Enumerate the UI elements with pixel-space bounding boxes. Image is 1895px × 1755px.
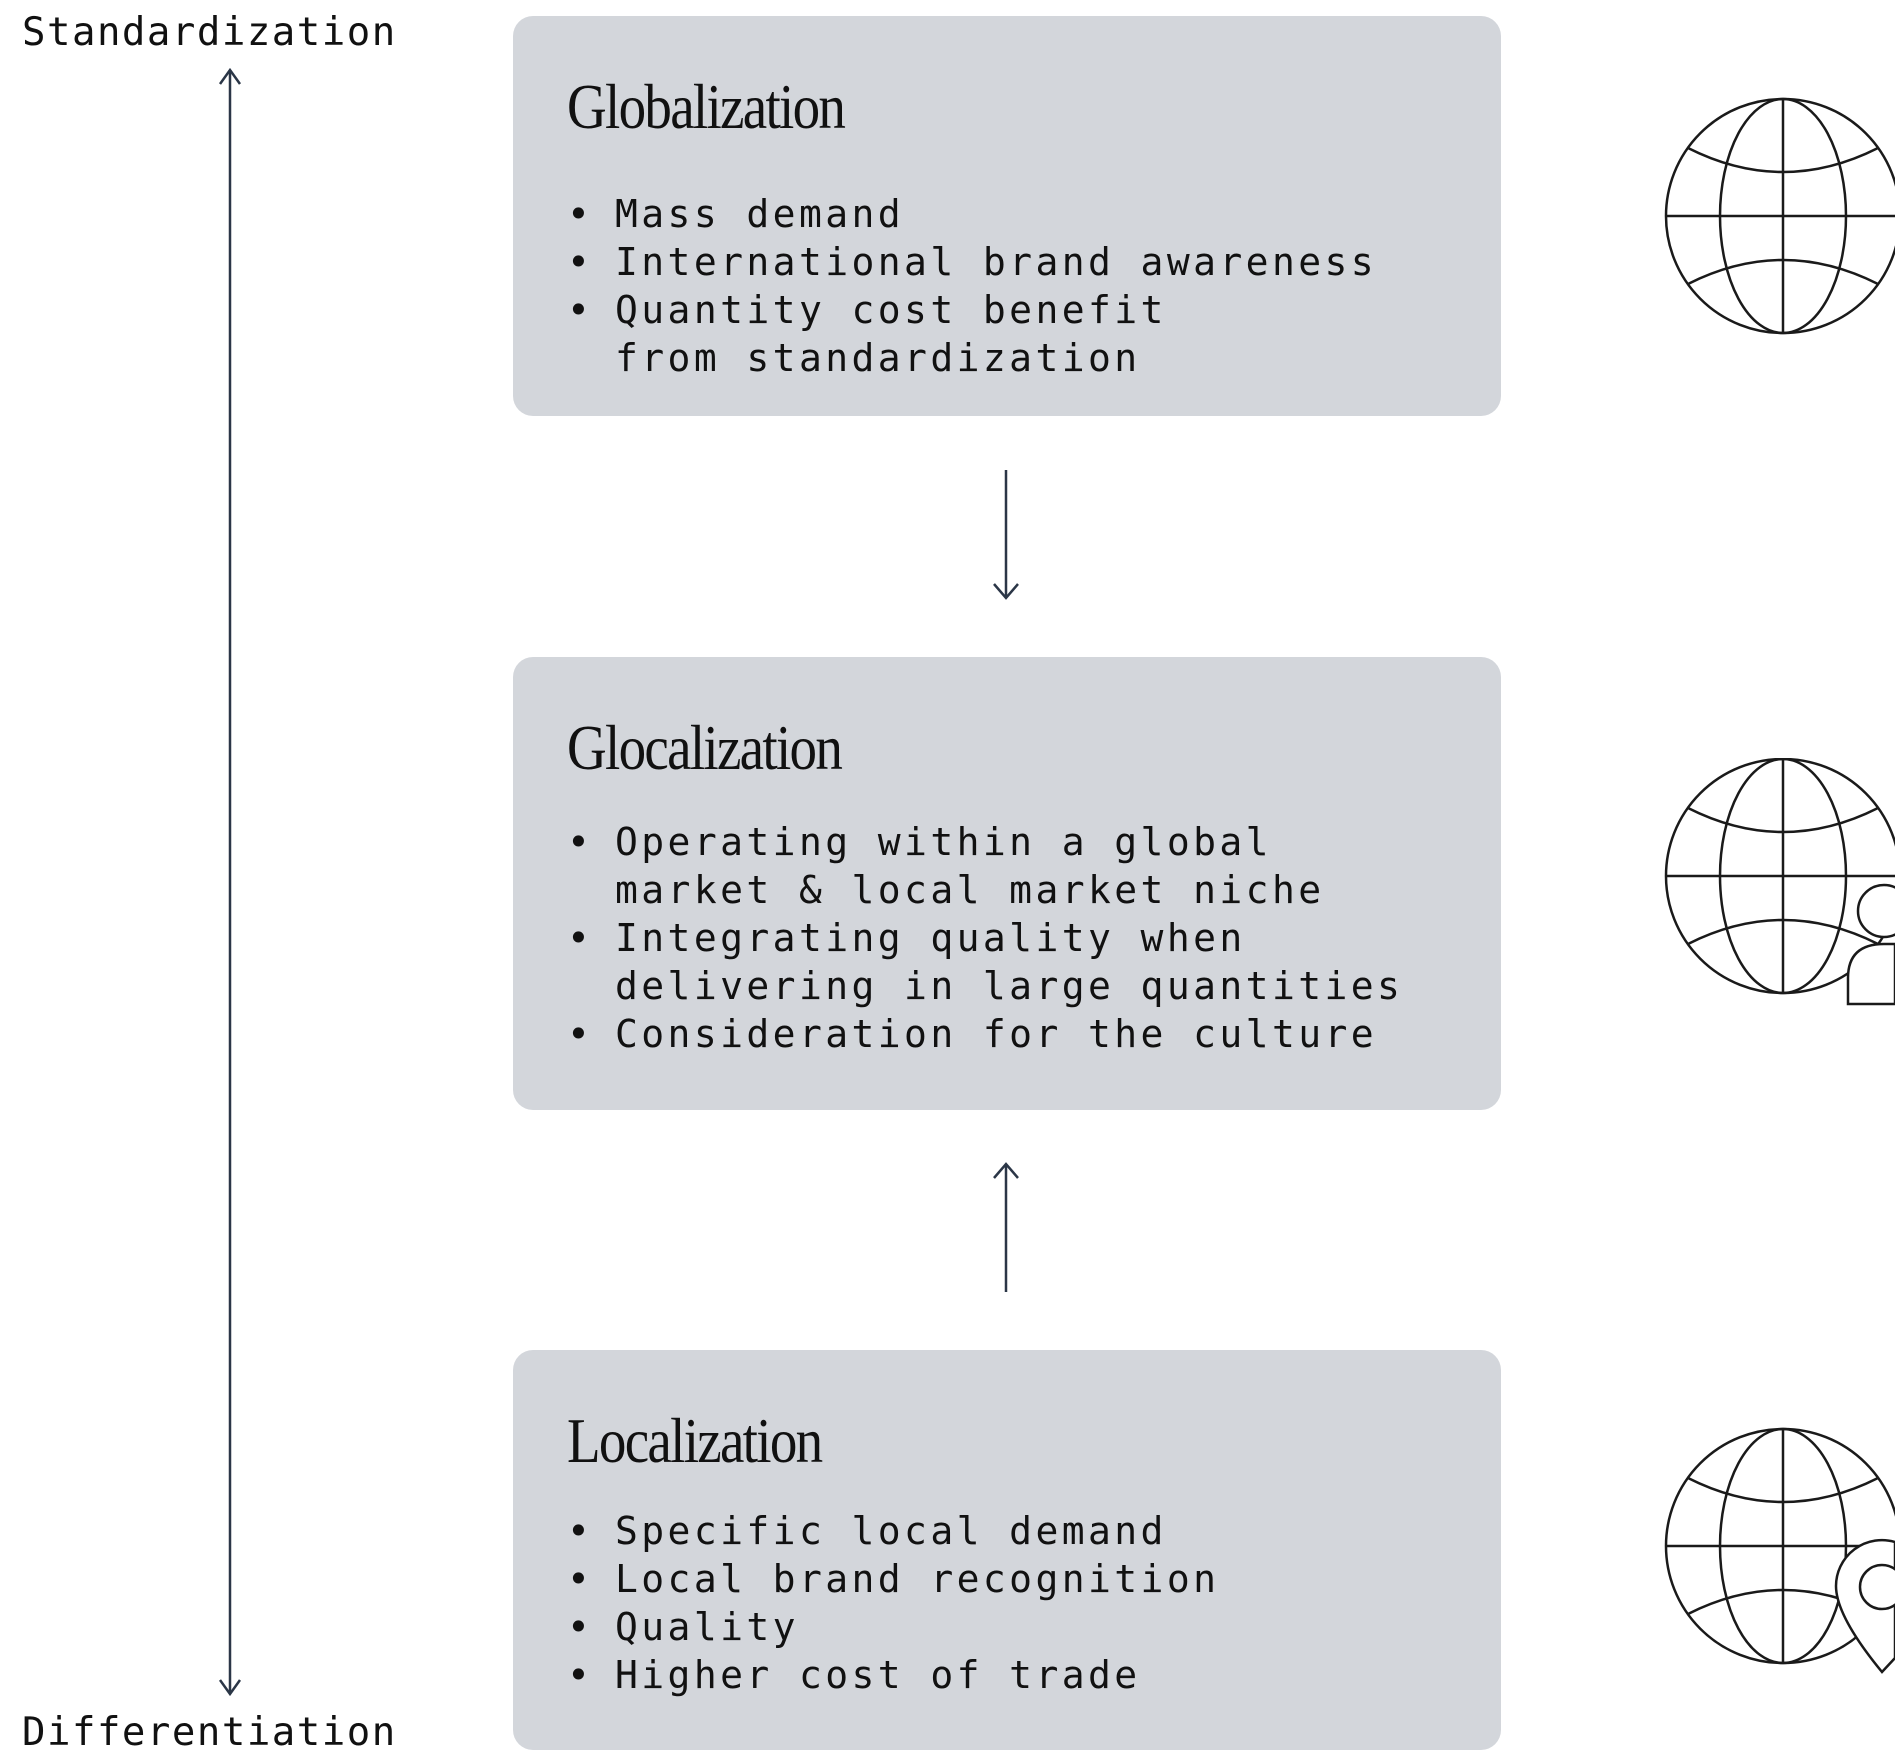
vertical-axis-arrow bbox=[218, 67, 242, 1697]
bullet-list: Mass demand International brand awarenes… bbox=[567, 190, 1377, 382]
card-title: Glocalization bbox=[567, 712, 843, 783]
globe-icon bbox=[1664, 97, 1895, 335]
list-item: Operating within a global market & local… bbox=[567, 818, 1403, 914]
list-item: Mass demand bbox=[567, 190, 1377, 238]
list-item: Higher cost of trade bbox=[567, 1651, 1219, 1699]
axis-label-standardization: Standardization bbox=[22, 10, 397, 55]
list-item: International brand awareness bbox=[567, 238, 1377, 286]
glocalization-card: Glocalization Operating within a global … bbox=[513, 657, 1501, 1110]
list-item: Quantity cost benefit from standardizati… bbox=[567, 286, 1377, 382]
arrow-up-to-glocalization bbox=[993, 1162, 1019, 1292]
globe-person-icon bbox=[1664, 758, 1895, 1006]
list-item: Consideration for the culture bbox=[567, 1010, 1403, 1058]
card-title: Localization bbox=[567, 1405, 823, 1476]
bullet-list: Operating within a global market & local… bbox=[567, 818, 1403, 1058]
list-item: Local brand recognition bbox=[567, 1555, 1219, 1603]
list-item: Specific local demand bbox=[567, 1507, 1219, 1555]
axis-label-differentiation: Differentiation bbox=[22, 1710, 397, 1755]
globe-location-pin-icon bbox=[1664, 1427, 1895, 1674]
arrow-down-to-glocalization bbox=[993, 470, 1019, 600]
card-title: Globalization bbox=[567, 71, 846, 142]
list-item: Integrating quality when delivering in l… bbox=[567, 914, 1403, 1010]
bullet-list: Specific local demand Local brand recogn… bbox=[567, 1507, 1219, 1699]
list-item: Quality bbox=[567, 1603, 1219, 1651]
localization-card: Localization Specific local demand Local… bbox=[513, 1350, 1501, 1750]
globalization-card: Globalization Mass demand International … bbox=[513, 16, 1501, 416]
